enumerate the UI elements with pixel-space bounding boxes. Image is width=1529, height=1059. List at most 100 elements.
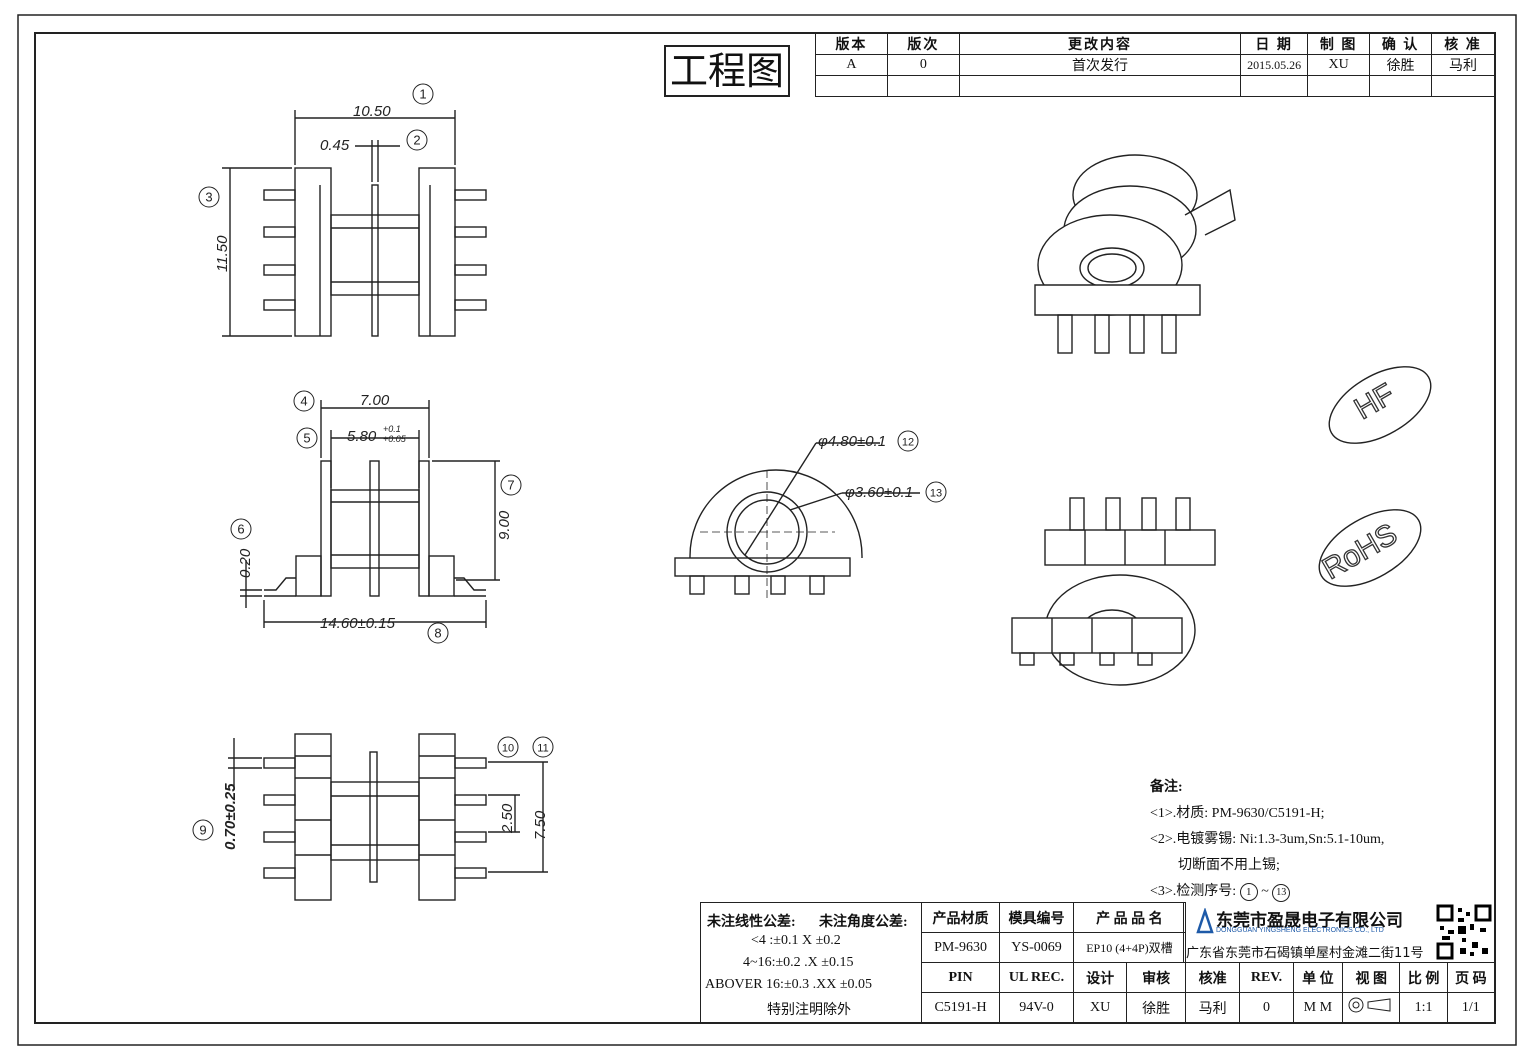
rev-cell: A (815, 54, 888, 76)
tb-material: PM-9630 (920, 932, 1001, 963)
tb-pin: C5191-H (920, 992, 1001, 1023)
dim-pin-width: 0.70±0.25 (222, 783, 239, 850)
tol-row4: 特别注明除外 (767, 1003, 851, 1018)
tb-h-approve: 核准 (1184, 962, 1241, 993)
balloon-label: 6 (237, 522, 244, 537)
tb-h-design: 设计 (1072, 962, 1128, 993)
balloon-label: 2 (413, 133, 420, 148)
tb-review: 徐胜 (1126, 992, 1186, 1023)
tb-h-view: 视 图 (1341, 962, 1401, 993)
balloon-circle (500, 474, 522, 496)
balloon-label: 7 (507, 478, 514, 493)
balloon-circle (296, 427, 318, 449)
tb-h-unit: 单 位 (1292, 962, 1343, 993)
balloon-label: 11 (537, 743, 548, 755)
company-block: 东莞市盈晟电子有限公司 DONGGUAN YINGSHENG ELECTRONI… (1183, 902, 1496, 962)
notes-line3: <3>.检测序号: 1 ~ 13 (1150, 879, 1384, 905)
qr-code-icon (1436, 904, 1492, 960)
tb-h-scale: 比 例 (1399, 962, 1448, 993)
rev-header-confirm: 确 认 (1369, 33, 1433, 55)
dim-overall-width: 14.60±0.15 (320, 615, 396, 632)
rohs-stamp-text: RoHS (1317, 517, 1403, 586)
bottom-view (228, 733, 548, 901)
tb-ul: 94V-0 (999, 992, 1074, 1023)
tol-row1: <4 :±0.1 X ±0.2 (751, 933, 841, 948)
hf-stamp-oval (1328, 366, 1432, 444)
rev-header-approve: 核 准 (1431, 33, 1495, 55)
rev-cell: 2015.05.26 (1240, 54, 1309, 76)
dim-inner-width: 5.80 (347, 428, 377, 445)
tb-h-page: 页 码 (1446, 962, 1496, 993)
tb-design: XU (1072, 992, 1128, 1023)
dim-inner-tol-minus: +0.05 (383, 434, 407, 444)
notes-title: 备注: (1150, 780, 1183, 795)
dim-pitch: 2.50 (499, 803, 516, 834)
iso-view-bottom (1011, 497, 1216, 686)
tol-linear-title: 未注线性公差: (707, 915, 796, 930)
tb-approve: 马利 (1184, 992, 1241, 1023)
rev-cell: XU (1307, 54, 1371, 76)
tol-angle-title: 未注角度公差: (819, 915, 908, 930)
rev-cell: 0 (886, 54, 960, 76)
balloon-label: 5 (303, 431, 310, 446)
notes-line3-from: 1 (1239, 883, 1258, 901)
dim-side-dia-inner: φ3.60±0.1 (845, 484, 913, 501)
balloon-circle (925, 481, 947, 503)
balloon-label: 10 (502, 743, 514, 755)
tb-scale: 1:1 (1399, 992, 1448, 1023)
dim-front-height: 9.00 (496, 510, 513, 540)
tb-h-rev: REV. (1239, 962, 1294, 993)
dim-top-height: 11.50 (214, 235, 231, 272)
balloon-circle (230, 518, 252, 540)
tb-h-product: 产 品 品 名 (1072, 902, 1186, 933)
iso-view-top (1034, 154, 1236, 354)
rohs-stamp-oval (1318, 509, 1422, 587)
rev-cell (1307, 75, 1371, 97)
rev-cell (1431, 75, 1495, 97)
rev-cell: 马利 (1431, 54, 1495, 76)
tol-row3: ABOVER 16:±0.3 .XX ±0.05 (705, 977, 873, 992)
balloon-label: 4 (300, 394, 307, 409)
tb-h-material: 产品材质 (920, 902, 1001, 933)
tb-page: 1/1 (1446, 992, 1496, 1023)
balloon-label: 8 (434, 626, 441, 641)
company-address: 广东省东莞市石碣镇单屋村金滩二街11号 (1186, 946, 1424, 961)
balloon-label: 13 (930, 488, 942, 500)
side-view (674, 442, 920, 600)
projection-icon (1341, 992, 1401, 1023)
balloon-circle (897, 430, 919, 452)
balloon-circle (406, 129, 428, 151)
tb-h-ul: UL REC. (999, 962, 1074, 993)
tb-unit: M M (1292, 992, 1343, 1023)
rev-cell: 首次发行 (958, 54, 1242, 76)
outer-border (17, 14, 1517, 1046)
drawing-title: 工程图 (664, 45, 790, 97)
notes-line2b: 切断面不用上锡; (1178, 858, 1280, 873)
tb-rev: 0 (1239, 992, 1294, 1023)
tb-mold: YS-0069 (999, 932, 1074, 963)
title-block-table: 产品材质 模具编号 产 品 品 名 PM-9630 YS-0069 EP10 (… (920, 902, 1496, 1023)
dim-pin-span: 7.50 (532, 810, 549, 840)
rev-cell: 徐胜 (1369, 54, 1433, 76)
tb-h-mold: 模具编号 (999, 902, 1074, 933)
company-logo-icon (1196, 908, 1214, 934)
balloon-circle (198, 186, 220, 208)
notes-line3-to: 13 (1272, 884, 1291, 902)
dim-inner-tol-plus: +0.1 (383, 424, 401, 434)
rev-header-change: 更改内容 (958, 33, 1242, 55)
top-view (222, 110, 487, 337)
front-view (240, 400, 500, 628)
balloon-circle (532, 736, 554, 758)
rev-cell (958, 75, 1242, 97)
balloon-circle (412, 83, 434, 105)
rev-cell (815, 75, 888, 97)
balloon-circle (427, 622, 449, 644)
balloon-label: 9 (199, 823, 206, 838)
tb-product: EP10 (4+4P)双槽 (1072, 932, 1186, 963)
company-name-en: DONGGUAN YINGSHENG ELECTRONICS CO., LTD (1216, 927, 1384, 934)
dim-side-dia-outer: φ4.80±0.1 (818, 433, 886, 450)
notes-line1: <1>.材质: PM-9630/C5191-H; (1150, 806, 1325, 821)
